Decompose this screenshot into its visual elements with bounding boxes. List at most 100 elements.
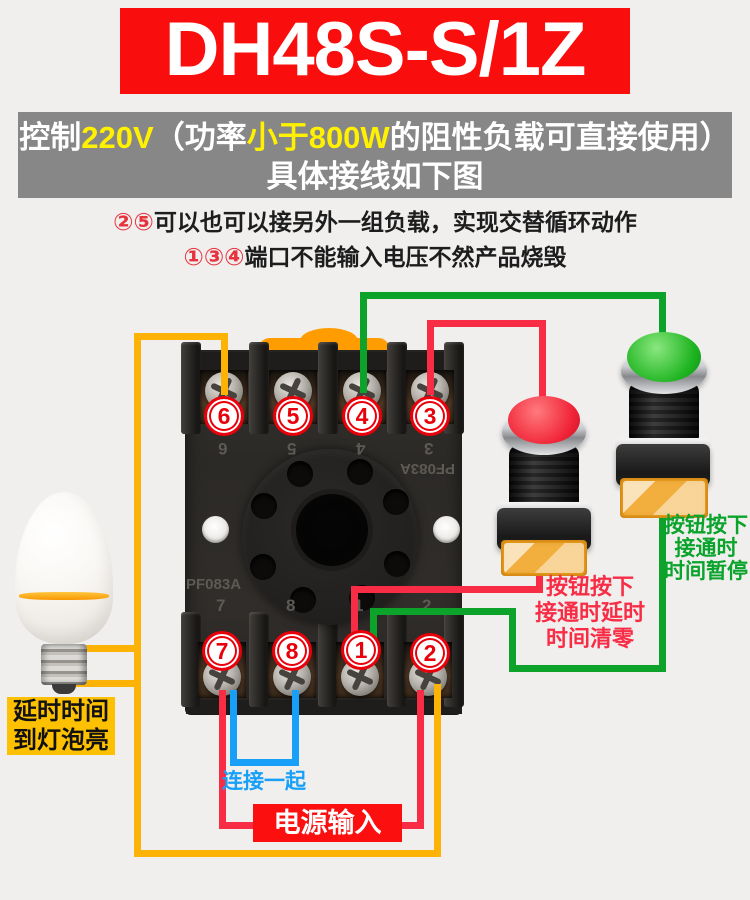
- subtitle-line2: 具体接线如下图: [266, 159, 484, 194]
- wire-greenbtn-bottom-drop: [659, 505, 666, 672]
- badge-digit: 7: [215, 637, 229, 664]
- badge-digit: 4: [355, 402, 369, 429]
- wire-yellow-bulb-stub: [58, 680, 141, 687]
- green-button-label-line2: 接通时: [674, 537, 738, 560]
- power-input-label: 电源输入: [253, 804, 402, 842]
- green-button-function-label: 按钮按下 接通时 时间暂停: [660, 514, 750, 583]
- pin-hole: [287, 461, 313, 487]
- red-button-label-line1: 按钮按下: [545, 574, 634, 599]
- pin-hole: [383, 489, 409, 515]
- socket-model-text: PF083A: [186, 576, 242, 593]
- badge-digit: 3: [423, 402, 437, 429]
- note-line-2: ①③④端口不能输入电压不然产品烧毁: [0, 238, 750, 272]
- molded-digit: 7: [216, 596, 226, 615]
- socket-divider: [387, 612, 407, 707]
- mounting-hole: [433, 516, 460, 543]
- pin-hole: [347, 459, 373, 485]
- socket-center-hole: [296, 494, 368, 566]
- red-button-contact-block: [501, 540, 587, 576]
- badge-digit: 6: [217, 402, 231, 429]
- wire-power-left-run: [219, 822, 264, 829]
- terminal-badge-6: 6: [204, 396, 244, 436]
- molded-digit: 6: [218, 439, 228, 458]
- wire-greenbtn-return-rise: [509, 608, 516, 672]
- bulb-label-line2: 到灯泡亮: [13, 727, 109, 754]
- red-button-function-label: 按钮按下 接通时延时 时间清零: [528, 574, 652, 652]
- subtitle-highlight-power: 小于800W: [246, 120, 390, 155]
- molded-digit: 8: [286, 596, 296, 615]
- pin-hole: [384, 551, 410, 577]
- wire-redbtn-terminal3-drop: [427, 320, 434, 395]
- red-button-cap: [508, 396, 580, 444]
- socket-divider: [318, 612, 338, 707]
- wire-redbtn-return-run: [351, 586, 543, 593]
- bulb-label-line1: 延时时间: [13, 698, 109, 725]
- wire-greenbtn-top-run: [360, 292, 666, 299]
- green-button-cap: [627, 332, 701, 382]
- wire-link-right: [292, 690, 299, 766]
- terminal-badge-5: 5: [273, 396, 313, 436]
- wire-link-bottom: [230, 759, 299, 766]
- subtitle-line1: 控制220V（功率小于800W的阻性负载可直接使用）: [18, 118, 732, 157]
- subtitle-text: （功率: [153, 120, 247, 155]
- green-button-label-line1: 按钮按下: [664, 514, 748, 537]
- subtitle-highlight-voltage: 220V: [81, 120, 154, 155]
- wire-power-left-drop: [219, 690, 226, 829]
- wire-yellow-top-run: [134, 333, 228, 340]
- green-button-contact-block: [620, 478, 708, 518]
- terminal-badge-8: 8: [272, 631, 312, 671]
- bulb-delay-label: 延时时间 到灯泡亮: [7, 697, 115, 755]
- subtitle-banner: 控制220V（功率小于800W的阻性负载可直接使用） 具体接线如下图: [18, 112, 732, 198]
- wire-yellow-vertical: [134, 333, 141, 855]
- mounting-hole: [202, 516, 229, 543]
- subtitle-text: 控制: [19, 120, 82, 155]
- wire-redbtn-cap-drop: [539, 320, 546, 402]
- socket-divider: [249, 612, 269, 707]
- molded-digit: 4: [356, 439, 366, 458]
- socket-divider: [387, 342, 407, 434]
- wire-redbtn-top-run: [427, 320, 546, 327]
- wire-greenbtn-return-high: [370, 608, 516, 615]
- pin-hole: [250, 554, 276, 580]
- socket-model-text-rotated: PF083A: [400, 460, 456, 477]
- note-terminal-badges: ②⑤: [113, 208, 154, 236]
- wire-power-right-rise: [417, 690, 424, 829]
- terminal-badge-2: 2: [410, 633, 450, 673]
- badge-digit: 5: [286, 402, 300, 429]
- wire-greenbtn-return-low: [509, 665, 666, 672]
- pin-hole: [290, 587, 316, 613]
- connect-together-label: 连接一起: [222, 770, 306, 793]
- wire-yellow-terminal2-rise: [434, 684, 441, 857]
- red-button-label-line3: 时间清零: [545, 626, 634, 651]
- molded-digit: 2: [422, 596, 432, 615]
- socket-divider: [249, 342, 269, 434]
- wire-greenbtn-cap-drop: [659, 292, 666, 342]
- wire-yellow-terminal6-drop: [221, 333, 228, 395]
- wire-yellow-bottom-run: [134, 850, 441, 857]
- badge-digit: 1: [354, 636, 368, 663]
- pin-hole: [251, 493, 277, 519]
- wire-yellow-bulb-stub: [80, 645, 141, 652]
- molded-digit: 5: [287, 439, 297, 458]
- note-line-1: ②⑤可以也可以接另外一组负载，实现交替循环动作: [0, 203, 750, 237]
- terminal-badge-7: 7: [202, 631, 242, 671]
- subtitle-text: 的阻性负载可直接使用）: [389, 120, 731, 155]
- light-bulb: [15, 492, 113, 644]
- wire-greenbtn-terminal4-drop: [360, 292, 367, 393]
- terminal-badge-4: 4: [342, 396, 382, 436]
- terminal-badge-3: 3: [410, 396, 450, 436]
- socket-divider: [318, 342, 338, 434]
- wire-redbtn-terminal1-drop: [351, 586, 358, 644]
- badge-digit: 8: [285, 637, 299, 664]
- wire-link-left: [230, 690, 237, 766]
- bulb-accent-stripe: [19, 592, 109, 600]
- red-button-neck: [509, 445, 579, 513]
- note-terminal-badges: ①③④: [183, 243, 245, 271]
- bulb-screw-base: [41, 644, 87, 685]
- red-button-label-line2: 接通时延时: [534, 600, 645, 625]
- socket-divider: [181, 342, 201, 434]
- bulb-contact-tip: [52, 684, 76, 694]
- badge-digit: 2: [423, 639, 437, 666]
- wire-greenbtn-terminal1-drop: [370, 608, 377, 644]
